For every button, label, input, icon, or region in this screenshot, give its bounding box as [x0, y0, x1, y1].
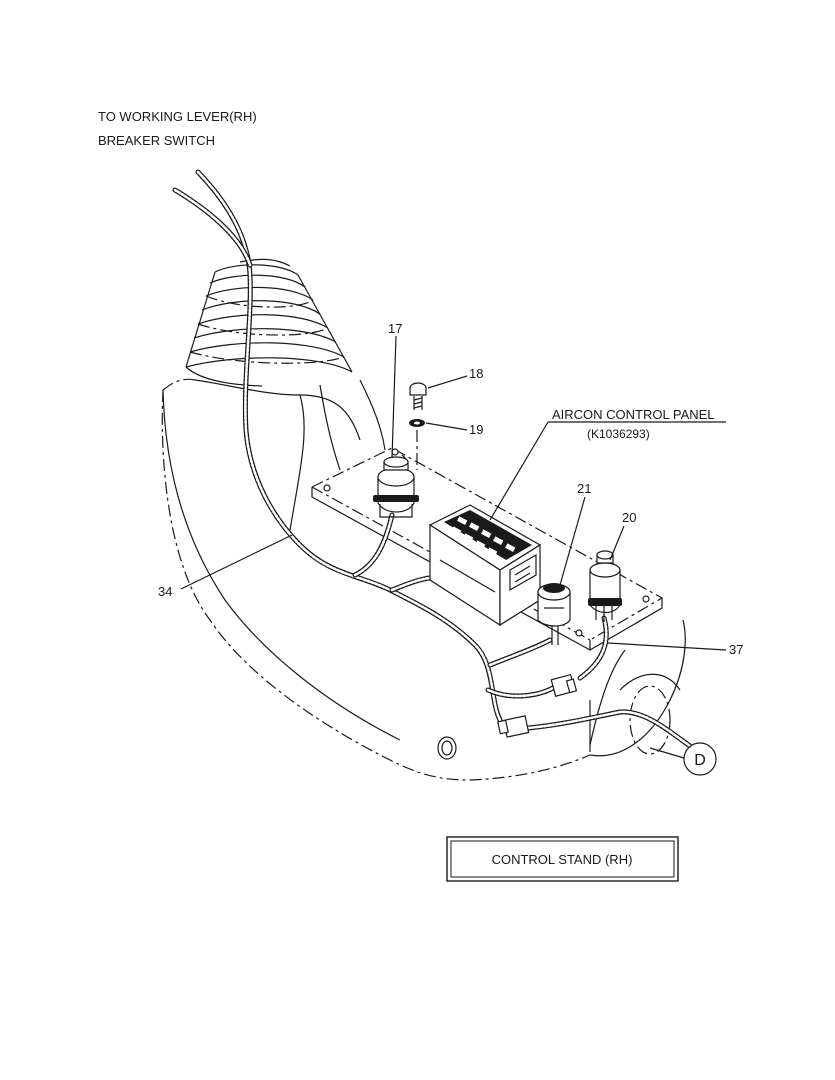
svg-text:D: D: [694, 752, 706, 769]
socket-21: [537, 583, 571, 645]
title-box: CONTROL STAND (RH): [446, 836, 679, 882]
aircon-part-number: (K1036293): [587, 427, 650, 441]
switch-20: [588, 550, 622, 622]
washer-19: [409, 419, 425, 470]
callout-37: 37: [729, 642, 743, 657]
aircon-control-panel: [428, 504, 542, 627]
connector-ref-d: D: [683, 742, 717, 776]
screw-18: [409, 382, 427, 410]
callout-34: 34: [158, 584, 172, 599]
harness-34: [172, 169, 693, 749]
harness-37: [577, 615, 609, 681]
callout-18: 18: [469, 366, 483, 381]
breaker-switch-label: BREAKER SWITCH: [98, 133, 215, 148]
title-box-text: CONTROL STAND (RH): [492, 852, 633, 867]
callout-17: 17: [388, 321, 402, 336]
working-lever-label: TO WORKING LEVER(RH): [98, 109, 257, 124]
callout-20: 20: [622, 510, 636, 525]
switch-17: [373, 456, 419, 518]
callout-19: 19: [469, 422, 483, 437]
connector-upper: [550, 673, 578, 698]
control-stand-body: [161, 378, 686, 781]
connector-lower: [497, 715, 530, 738]
leader-lines: [180, 335, 727, 759]
callout-21: 21: [577, 481, 591, 496]
aircon-panel-label: AIRCON CONTROL PANEL: [552, 407, 715, 422]
lever-boot: [185, 258, 353, 387]
